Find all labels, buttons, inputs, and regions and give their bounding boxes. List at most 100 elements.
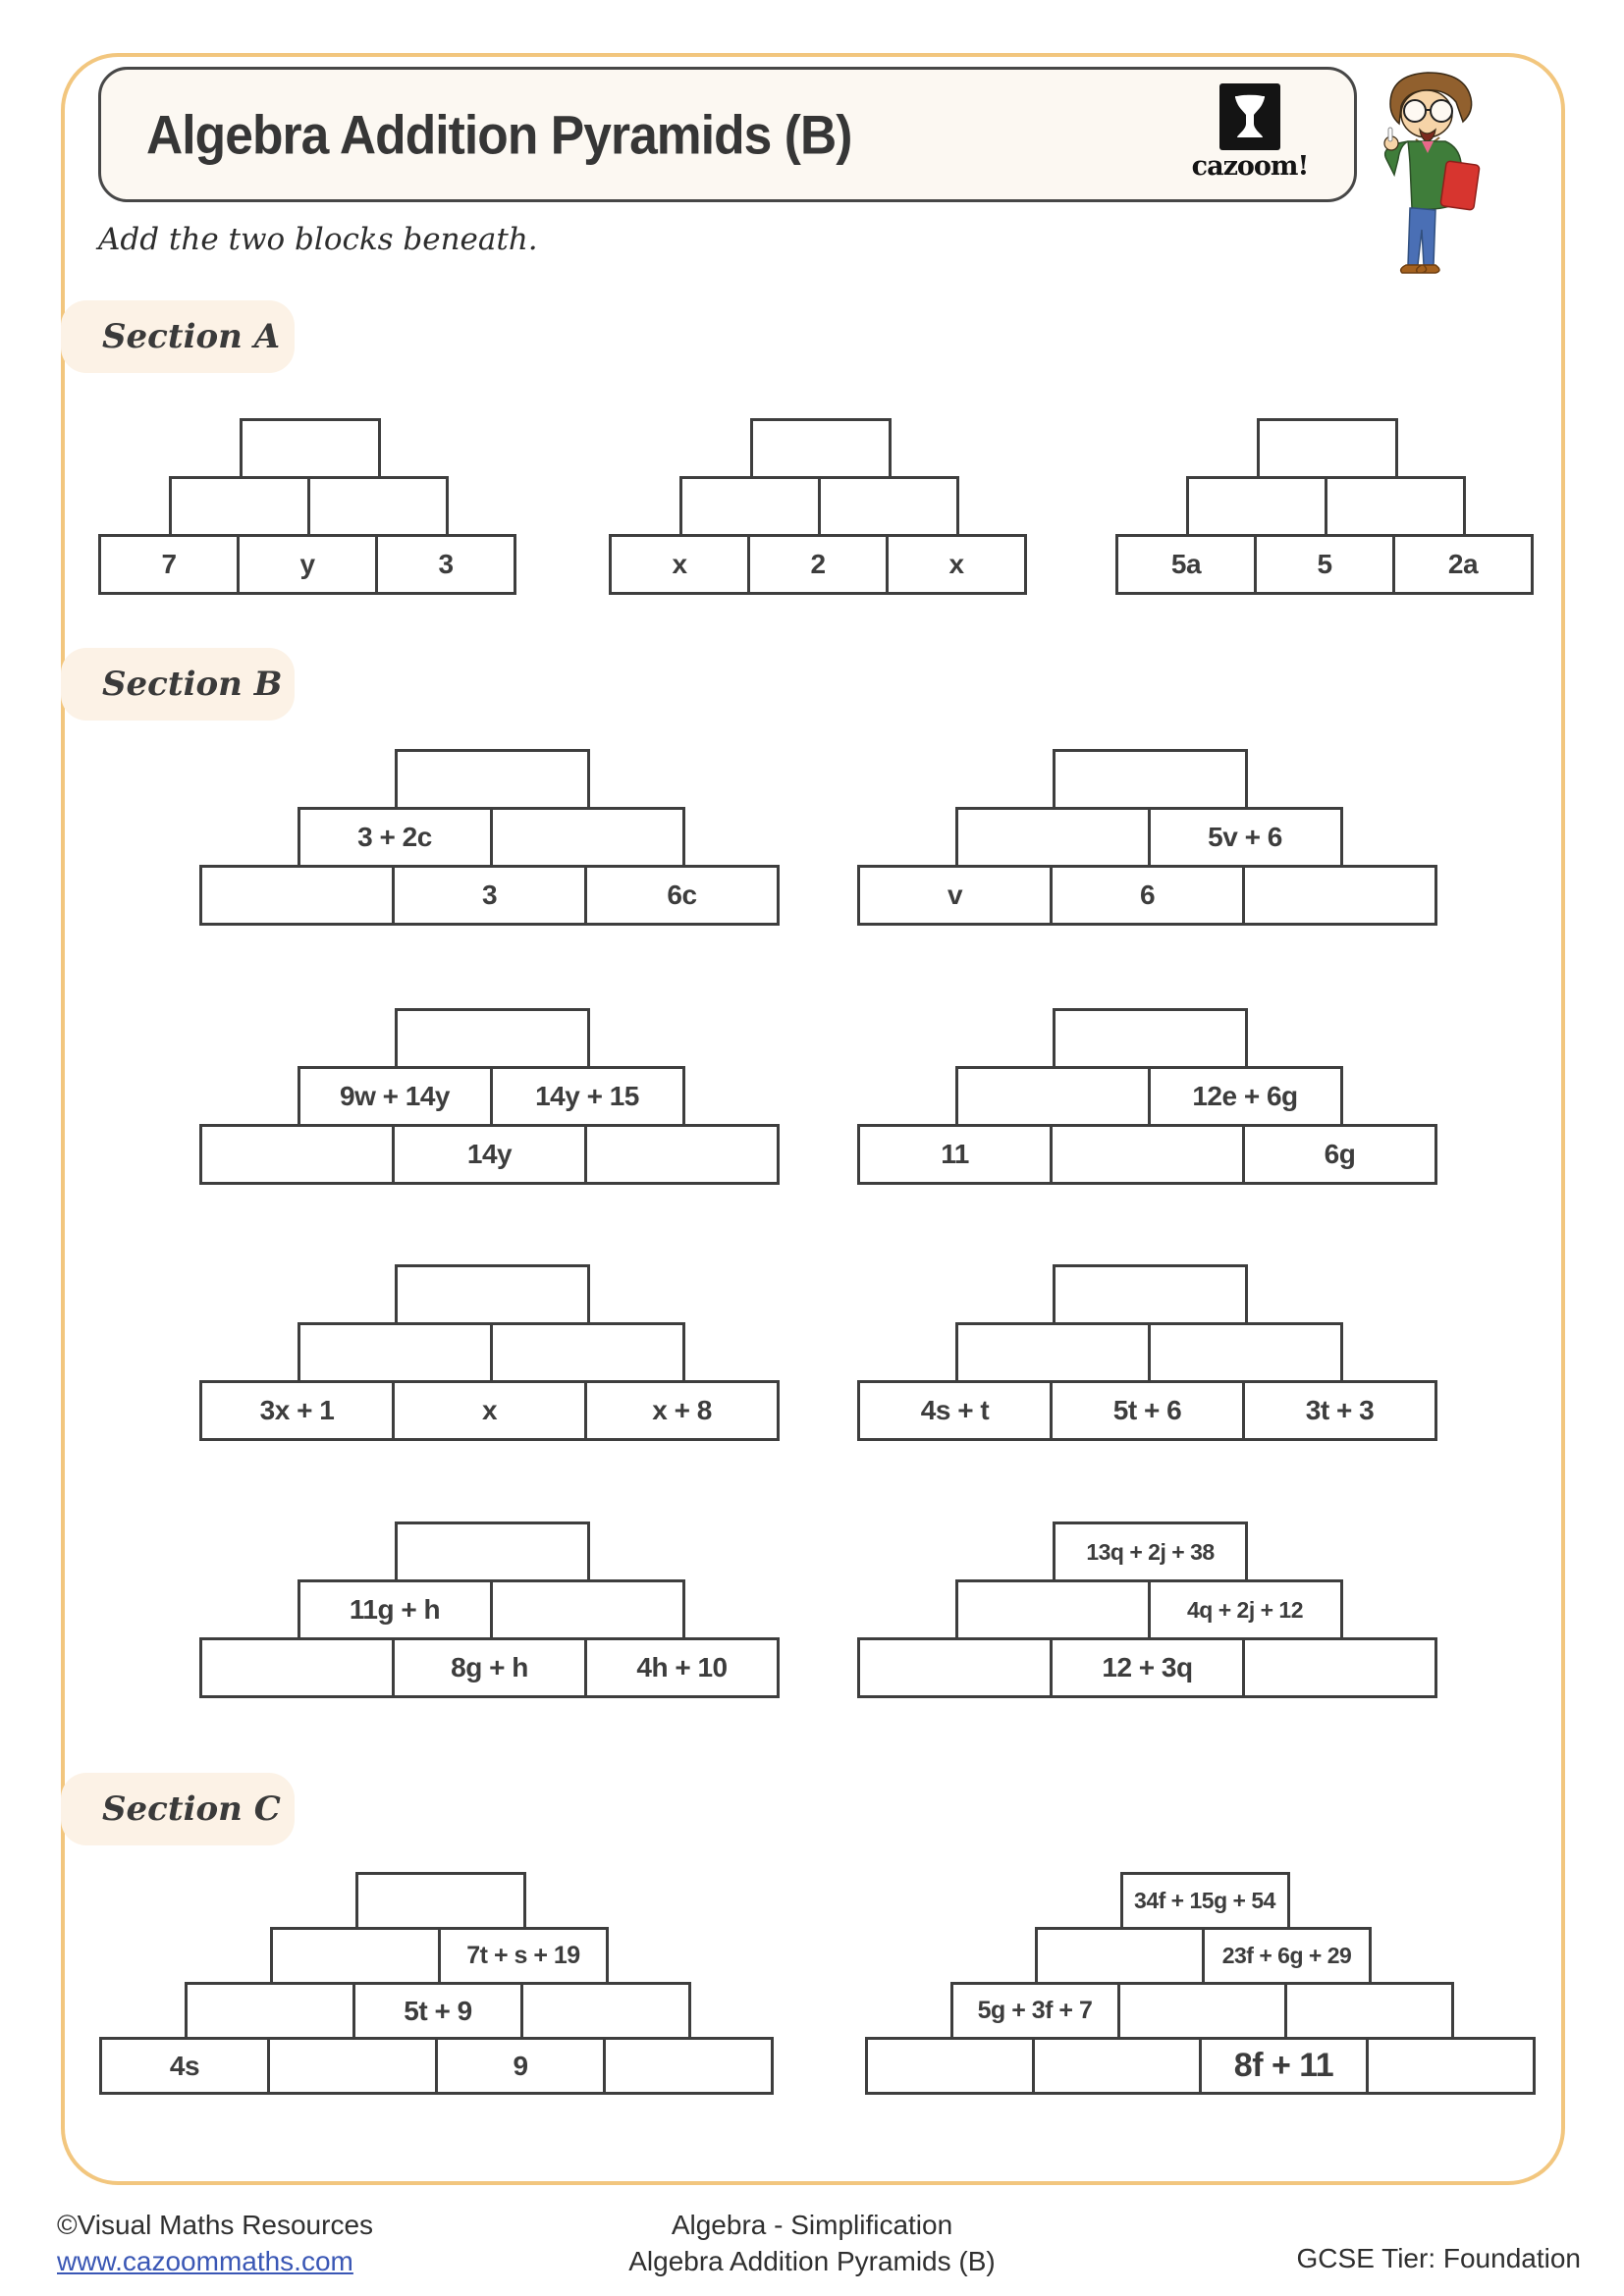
pyramid-cell-value: 4s + t [920,1395,990,1425]
pyramid-cell-value: 5t + 6 [1112,1395,1182,1425]
pyramid-cell [954,807,1151,868]
pyramid-row: 8f + 11 [865,2037,1536,2095]
addition-pyramid: 4s + t 5t + 6 3t + 3 [857,1264,1437,1441]
pyramid-cell-value: 11 [941,1139,969,1169]
pyramid-cell [395,1264,590,1325]
pyramid-cell-value: 6g [1324,1139,1356,1169]
pyramid-cell-value: x [481,1395,498,1425]
pyramid-cell [603,2037,774,2095]
pyramid-cell: 12e + 6g [1147,1066,1343,1127]
pyramid-cell: 3 + 2c [297,807,493,868]
pyramid-cell: v [857,865,1053,926]
cazoom-logo: cazoom! [1191,83,1309,182]
pyramid-cell: 5v + 6 [1147,807,1343,868]
pyramid-cell: 11 [857,1124,1053,1185]
pyramid-cell [1053,1008,1248,1069]
pyramid-cell [395,1008,590,1069]
pyramid-row [395,1008,780,1069]
pyramid-cell: 4h + 10 [584,1637,780,1698]
pyramid-row: 4s + t 5t + 6 3t + 3 [857,1380,1437,1441]
pyramid-row: 13q + 2j + 38 [1053,1522,1437,1582]
pyramid-cell [1242,1637,1437,1698]
worksheet-name-text: Algebra Addition Pyramids (B) [628,2246,996,2276]
instruction-text: Add the two blocks beneath. [98,222,538,257]
drum-icon [1219,83,1280,150]
pyramid-cell [1035,1927,1205,1985]
pyramid-cell [1283,1982,1454,2040]
pyramid-cell-value: 2a [1447,549,1479,579]
section-b-label-text: Section B [102,665,283,704]
pyramid-cell [199,1637,395,1698]
pyramid-row: 5v + 6 [954,807,1438,868]
pyramid-row [679,476,1027,537]
pyramid-cell [1053,749,1248,810]
pyramid-cell [267,2037,438,2095]
pyramid-cell: 4s [99,2037,270,2095]
addition-pyramid: 7 y 3 [98,418,516,595]
pyramid-cell: y [237,534,378,595]
pyramid-cell-value: 3 [438,549,454,579]
pyramid-row: 14y [199,1124,780,1185]
pyramid-cell-value: 5a [1170,549,1202,579]
pyramid-row [395,1264,780,1325]
pyramid-row [1053,749,1437,810]
pyramid-cell: 4s + t [857,1380,1053,1441]
pyramid-cell-value: 7t + s + 19 [466,1942,580,1969]
pyramid-cell: 9w + 14y [297,1066,493,1127]
pyramid-cell [395,749,590,810]
pyramid-cell: 3t + 3 [1242,1380,1437,1441]
pyramid-cell-value: x + 8 [652,1395,712,1425]
pyramid-cell-value: 3 [481,880,498,910]
cazoommaths-link[interactable]: www.cazoommaths.com [57,2246,353,2276]
pyramid-cell-value: 5v + 6 [1208,822,1282,852]
pyramid-cell: 5t + 6 [1050,1380,1245,1441]
pyramid-cell-value: x [672,549,687,579]
pyramid-cell [199,865,395,926]
pyramid-row: 5g + 3f + 7 [949,1982,1537,2040]
pyramid-cell: 6g [1242,1124,1437,1185]
collar [1422,141,1434,153]
pyramid-cell: 12 + 3q [1050,1637,1245,1698]
mouth [1419,128,1436,142]
pyramid-cell-value: 4s [169,2050,200,2081]
pyramid-cell: 5a [1115,534,1257,595]
pyramid-cell [270,1927,441,1985]
glasses-icon [1403,99,1453,123]
pyramid-cell [1242,865,1437,926]
logo-wordmark: cazoom! [1191,151,1310,182]
pyramid-cell-value: 4h + 10 [636,1652,728,1682]
pyramid-cell [1032,2037,1202,2095]
pyramid-cell [169,476,310,537]
teacher-character [1383,72,1481,274]
pyramid-cell-value: 7 [161,549,177,579]
pyramid-cell [240,418,381,479]
pyramid-cell: 7t + s + 19 [438,1927,609,1985]
attribution-text: ©Visual Maths Resources [57,2210,374,2240]
pyramid-cell: 7 [98,534,240,595]
footer-attribution-block: ©Visual Maths Resources www.cazoommaths.… [57,2207,373,2279]
section-a-label-text: Section A [102,317,281,356]
pyramid-cell [865,2037,1035,2095]
pyramid-cell [199,1124,395,1185]
pyramid-row: 23f + 6g + 29 [1035,1927,1536,1985]
pyramid-cell-value: 11g + h [349,1594,441,1625]
pyramid-cell [1053,1264,1248,1325]
pyramid-row: 7 y 3 [98,534,516,595]
pyramid-cell: 6c [584,865,780,926]
pyramid-cell: 3 [392,865,587,926]
addition-pyramid: 3 + 2c 3 6c [199,749,780,926]
pyramid-cell [954,1322,1151,1383]
red-book [1439,160,1481,211]
pyramid-cell-value: 3t + 3 [1305,1395,1375,1425]
addition-pyramid: 12e + 6g 11 6g [857,1008,1437,1185]
pyramid-cell: 8f + 11 [1199,2037,1369,2095]
